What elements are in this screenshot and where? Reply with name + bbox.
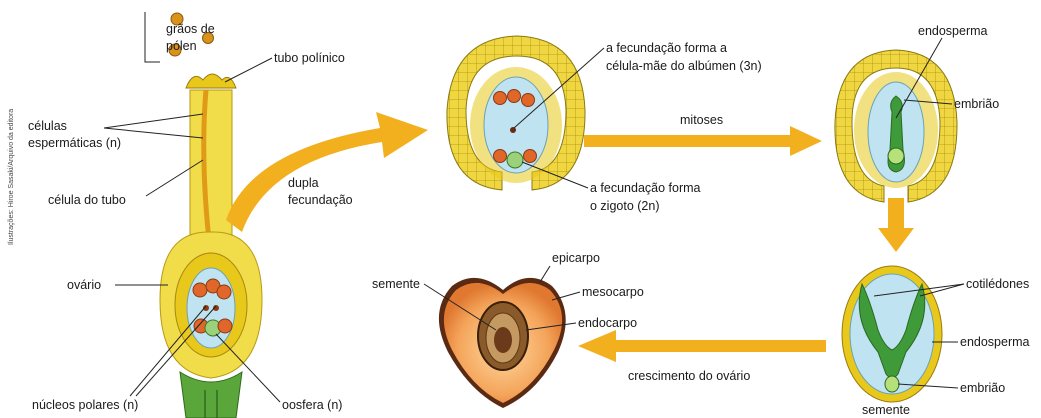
- label-albumen-2: célula-mãe do albúmen (3n): [606, 59, 762, 73]
- label-endosperma-bottom: endosperma: [960, 335, 1030, 349]
- stem: [180, 372, 242, 418]
- label-ovario: ovário: [67, 278, 101, 292]
- developing-ovule: [835, 50, 957, 202]
- label-celulas-1: células: [28, 119, 67, 133]
- label-zigoto-2: o zigoto (2n): [590, 199, 659, 213]
- label-mitoses: mitoses: [680, 113, 723, 127]
- label-dupla: dupla: [288, 176, 319, 190]
- label-embriao-bottom: embrião: [960, 381, 1005, 395]
- stigma: [186, 74, 236, 88]
- pollen-bracket: [145, 12, 160, 62]
- label-embriao-top: embrião: [954, 97, 999, 111]
- label-cotiledones: cotilédones: [966, 277, 1029, 291]
- label-celulas-2: espermáticas (n): [28, 136, 121, 150]
- mitoses-arrow: [584, 126, 822, 156]
- label-epicarpo: epicarpo: [552, 251, 600, 265]
- label-tubo-polinico: tubo polínico: [274, 51, 345, 65]
- label-fecundacao: fecundação: [288, 193, 353, 207]
- ovary-growth-arrow: [578, 330, 826, 362]
- label-nucleos-polares: núcleos polares (n): [32, 398, 138, 412]
- fertilized-ovule: [447, 36, 585, 190]
- seed-illustration: [842, 266, 942, 402]
- double-fertilization-arrow: [226, 112, 428, 232]
- label-semente-fruit: semente: [372, 277, 420, 291]
- down-arrow: [878, 198, 914, 252]
- label-oosfera: oosfera (n): [282, 398, 342, 412]
- label-celula-do-tubo: célula do tubo: [48, 193, 126, 207]
- label-mesocarpo: mesocarpo: [582, 285, 644, 299]
- label-crescimento-do-ovario: crescimento do ovário: [628, 369, 750, 383]
- label-albumen-1: a fecundação forma a: [606, 41, 727, 55]
- label-endosperma-top: endosperma: [918, 24, 988, 38]
- label-graos-de-polen-1: grãos de: [166, 22, 215, 36]
- label-semente-bottom: semente: [862, 403, 910, 417]
- style: [190, 90, 232, 250]
- label-endocarpo: endocarpo: [578, 316, 637, 330]
- label-graos-de-polen-2: pólen: [166, 39, 197, 53]
- fruit-illustration: [439, 278, 566, 408]
- label-zigoto-1: a fecundação forma: [590, 181, 701, 195]
- illustration-credit: Ilustrações: Hiroe Sasaki/Arquivo da edi…: [8, 109, 15, 245]
